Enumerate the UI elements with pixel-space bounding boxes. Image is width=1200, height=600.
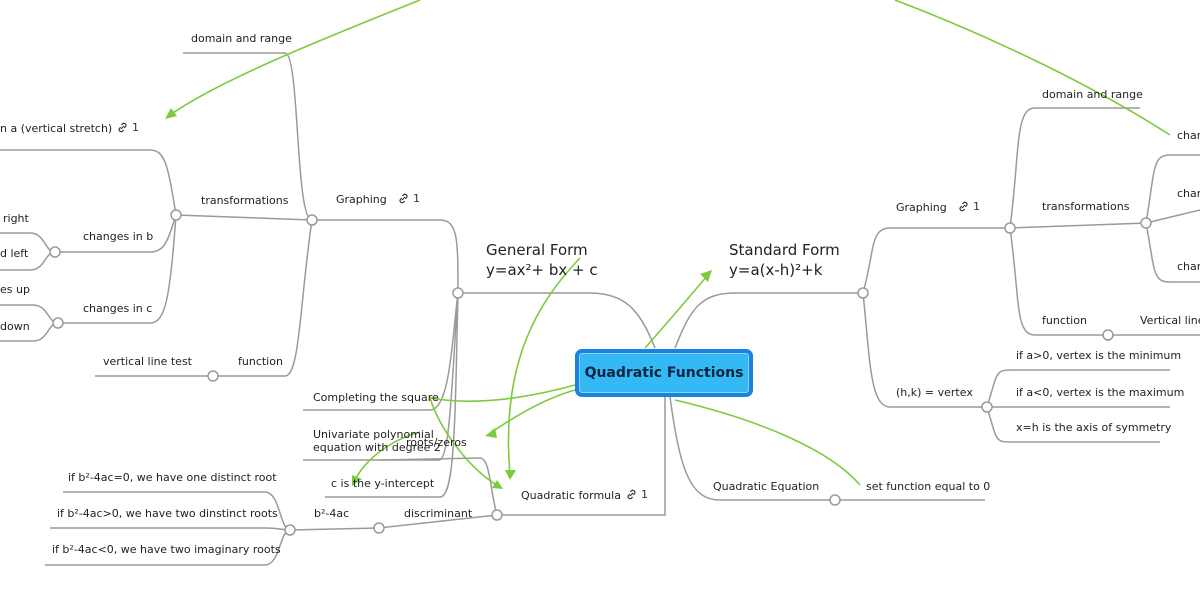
relationship-arrows	[169, 0, 1171, 488]
standard-form-equation: y=a(x-h)²+k	[729, 261, 823, 279]
connector-lines	[0, 52, 1200, 566]
standard-transformations[interactable]: transformations	[1042, 200, 1130, 213]
b-shift-left[interactable]: d left	[0, 247, 29, 260]
standard-domain-range[interactable]: domain and range	[1042, 88, 1143, 101]
general-domain-range[interactable]: domain and range	[191, 32, 292, 45]
standard-change-1[interactable]: chan	[1177, 129, 1200, 142]
link-icon	[118, 122, 127, 133]
discriminant-negative[interactable]: if b²-4ac<0, we have two imaginary roots	[52, 543, 281, 556]
vertex-maximum[interactable]: if a<0, vertex is the maximum	[1016, 386, 1185, 399]
general-graphing-link-badge[interactable]: 1	[397, 192, 420, 205]
quadratic-formula-link-badge[interactable]: 1	[625, 488, 648, 501]
general-transformations[interactable]: transformations	[201, 194, 289, 207]
changes-in-a[interactable]: n a (vertical stretch)	[0, 122, 113, 135]
general-graphing[interactable]: Graphing	[336, 193, 387, 206]
standard-form-title[interactable]: Standard Form	[729, 241, 840, 259]
c-shift-up[interactable]: es up	[0, 283, 30, 296]
connector-nodes	[49, 209, 1152, 536]
axis-of-symmetry[interactable]: x=h is the axis of symmetry	[1016, 421, 1172, 434]
vertex-node[interactable]: (h,k) = vertex	[896, 386, 973, 399]
standard-change-2[interactable]: chan	[1177, 187, 1200, 200]
standard-graphing[interactable]: Graphing	[896, 201, 947, 214]
link-icon	[399, 193, 408, 204]
general-function[interactable]: function	[238, 355, 283, 368]
vertex-minimum[interactable]: if a>0, vertex is the minimum	[1016, 349, 1182, 362]
quadratic-equation[interactable]: Quadratic Equation	[713, 480, 820, 493]
b-shift-right[interactable]: right	[3, 212, 29, 225]
changes-in-b[interactable]: changes in b	[83, 230, 154, 243]
arrow-heads	[165, 108, 712, 489]
c-y-intercept[interactable]: c is the y-intercept	[331, 477, 435, 490]
general-form-title[interactable]: General Form	[486, 241, 588, 259]
general-form-equation: y=ax²+ bx + c	[486, 261, 598, 279]
c-shift-down[interactable]: down	[0, 320, 30, 333]
univariate-polynomial[interactable]: Univariate polynomial equation with degr…	[313, 428, 441, 454]
link-icon	[959, 201, 968, 212]
discriminant-positive[interactable]: if b²-4ac>0, we have two dinstinct roots	[57, 507, 278, 520]
set-function-equal-zero[interactable]: set function equal to 0	[866, 480, 991, 493]
standard-function[interactable]: function	[1042, 314, 1087, 327]
link-icon	[627, 489, 636, 500]
link-count: 1	[132, 121, 139, 134]
central-topic[interactable]: Quadratic Functions	[575, 349, 753, 397]
b-squared-minus-4ac[interactable]: b²-4ac	[314, 507, 350, 520]
completing-the-square[interactable]: Completing the square	[313, 391, 439, 404]
discriminant[interactable]: discriminant	[404, 507, 473, 520]
link-count: 1	[973, 200, 980, 213]
changes-a-link-badge[interactable]: 1	[116, 121, 139, 134]
standard-vertical-line[interactable]: Vertical line	[1140, 314, 1200, 327]
vertical-line-test[interactable]: vertical line test	[103, 355, 192, 368]
link-count: 1	[641, 488, 648, 501]
discriminant-zero[interactable]: if b²-4ac=0, we have one distinct root	[68, 471, 277, 484]
roots-zeros[interactable]: roots/zeros	[406, 436, 467, 449]
standard-graphing-link-badge[interactable]: 1	[957, 200, 980, 213]
changes-in-c[interactable]: changes in c	[83, 302, 153, 315]
standard-change-3[interactable]: chan	[1177, 260, 1200, 273]
quadratic-formula[interactable]: Quadratic formula	[521, 489, 621, 502]
link-count: 1	[413, 192, 420, 205]
